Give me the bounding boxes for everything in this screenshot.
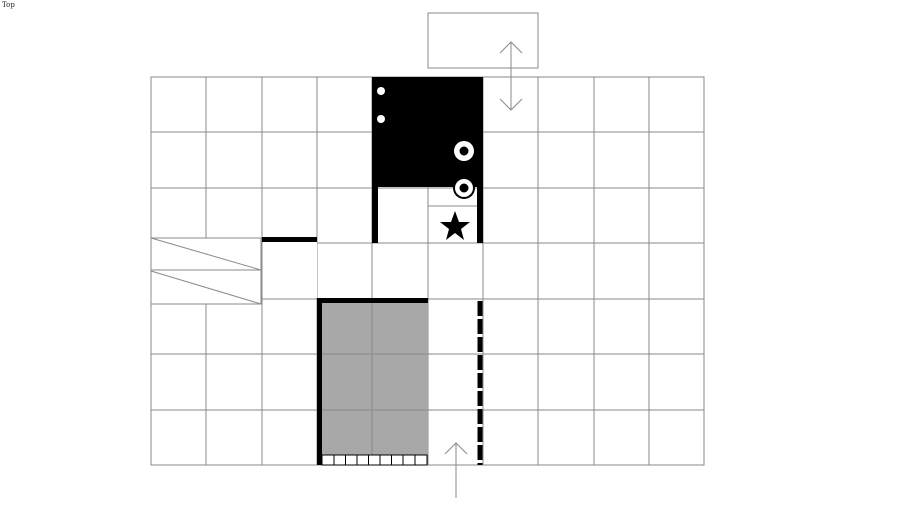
wall-segment <box>262 237 317 242</box>
grate <box>321 454 428 466</box>
ring-icon <box>453 177 475 199</box>
viewport-label: Top <box>2 1 15 9</box>
dot-icon <box>377 115 385 123</box>
gray-pad <box>317 298 428 465</box>
dot-icon <box>377 87 385 95</box>
ring-icon <box>454 141 474 161</box>
black-block <box>372 77 483 243</box>
start-box <box>427 12 539 69</box>
double-arrow-icon <box>499 41 523 111</box>
up-arrow-icon <box>444 442 468 498</box>
star-icon <box>440 211 470 240</box>
ramp <box>150 237 317 305</box>
